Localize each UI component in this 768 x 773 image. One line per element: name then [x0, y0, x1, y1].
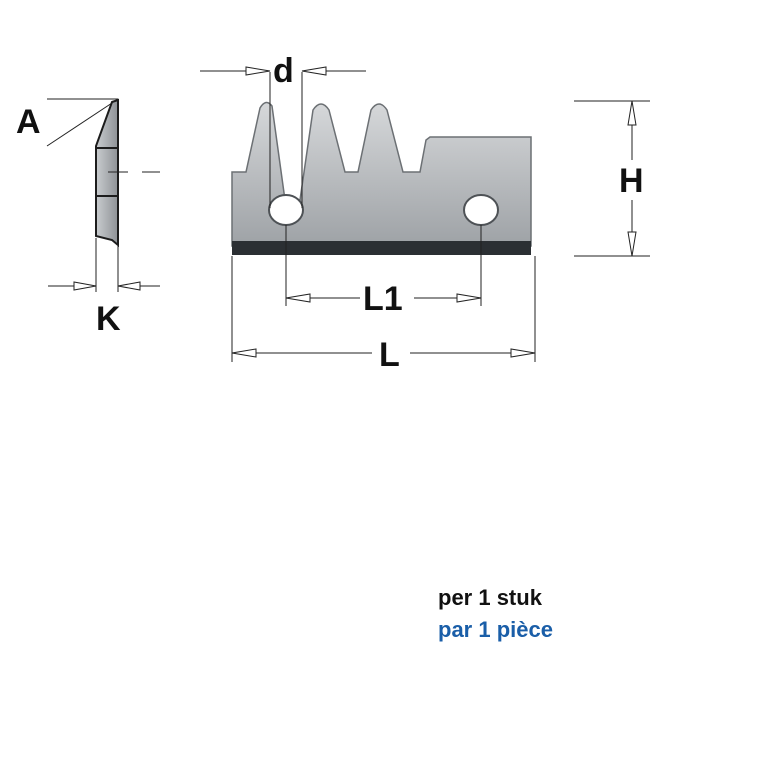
- arrowhead: [456, 293, 482, 303]
- arrowhead: [510, 348, 536, 358]
- spacing-label: L1: [363, 280, 403, 318]
- caption-french: par 1 pièce: [438, 617, 553, 642]
- angle-leg-line: [46, 102, 113, 147]
- mounting-hole-right: [463, 194, 499, 226]
- arrowhead: [627, 231, 637, 257]
- blade-body: [231, 101, 532, 247]
- caption: per 1 stuk par 1 pièce: [438, 585, 553, 642]
- mounting-hole-left: [268, 194, 304, 226]
- thickness-label: K: [96, 300, 121, 338]
- front-view: d H L1 L: [200, 52, 650, 374]
- arrowhead: [627, 100, 637, 126]
- diameter-label: d: [273, 52, 294, 90]
- cutting-edge: [232, 241, 531, 255]
- blade-side-profile: [95, 98, 119, 248]
- arrowhead: [117, 281, 141, 291]
- side-view: A K: [16, 98, 160, 338]
- arrowhead: [301, 66, 327, 76]
- angle-label: A: [16, 103, 41, 141]
- caption-dutch: per 1 stuk: [438, 585, 543, 610]
- arrowhead: [245, 66, 271, 76]
- arrowhead: [231, 348, 257, 358]
- height-label: H: [619, 162, 644, 200]
- length-label: L: [379, 336, 400, 374]
- arrowhead: [285, 293, 311, 303]
- arrowhead: [73, 281, 97, 291]
